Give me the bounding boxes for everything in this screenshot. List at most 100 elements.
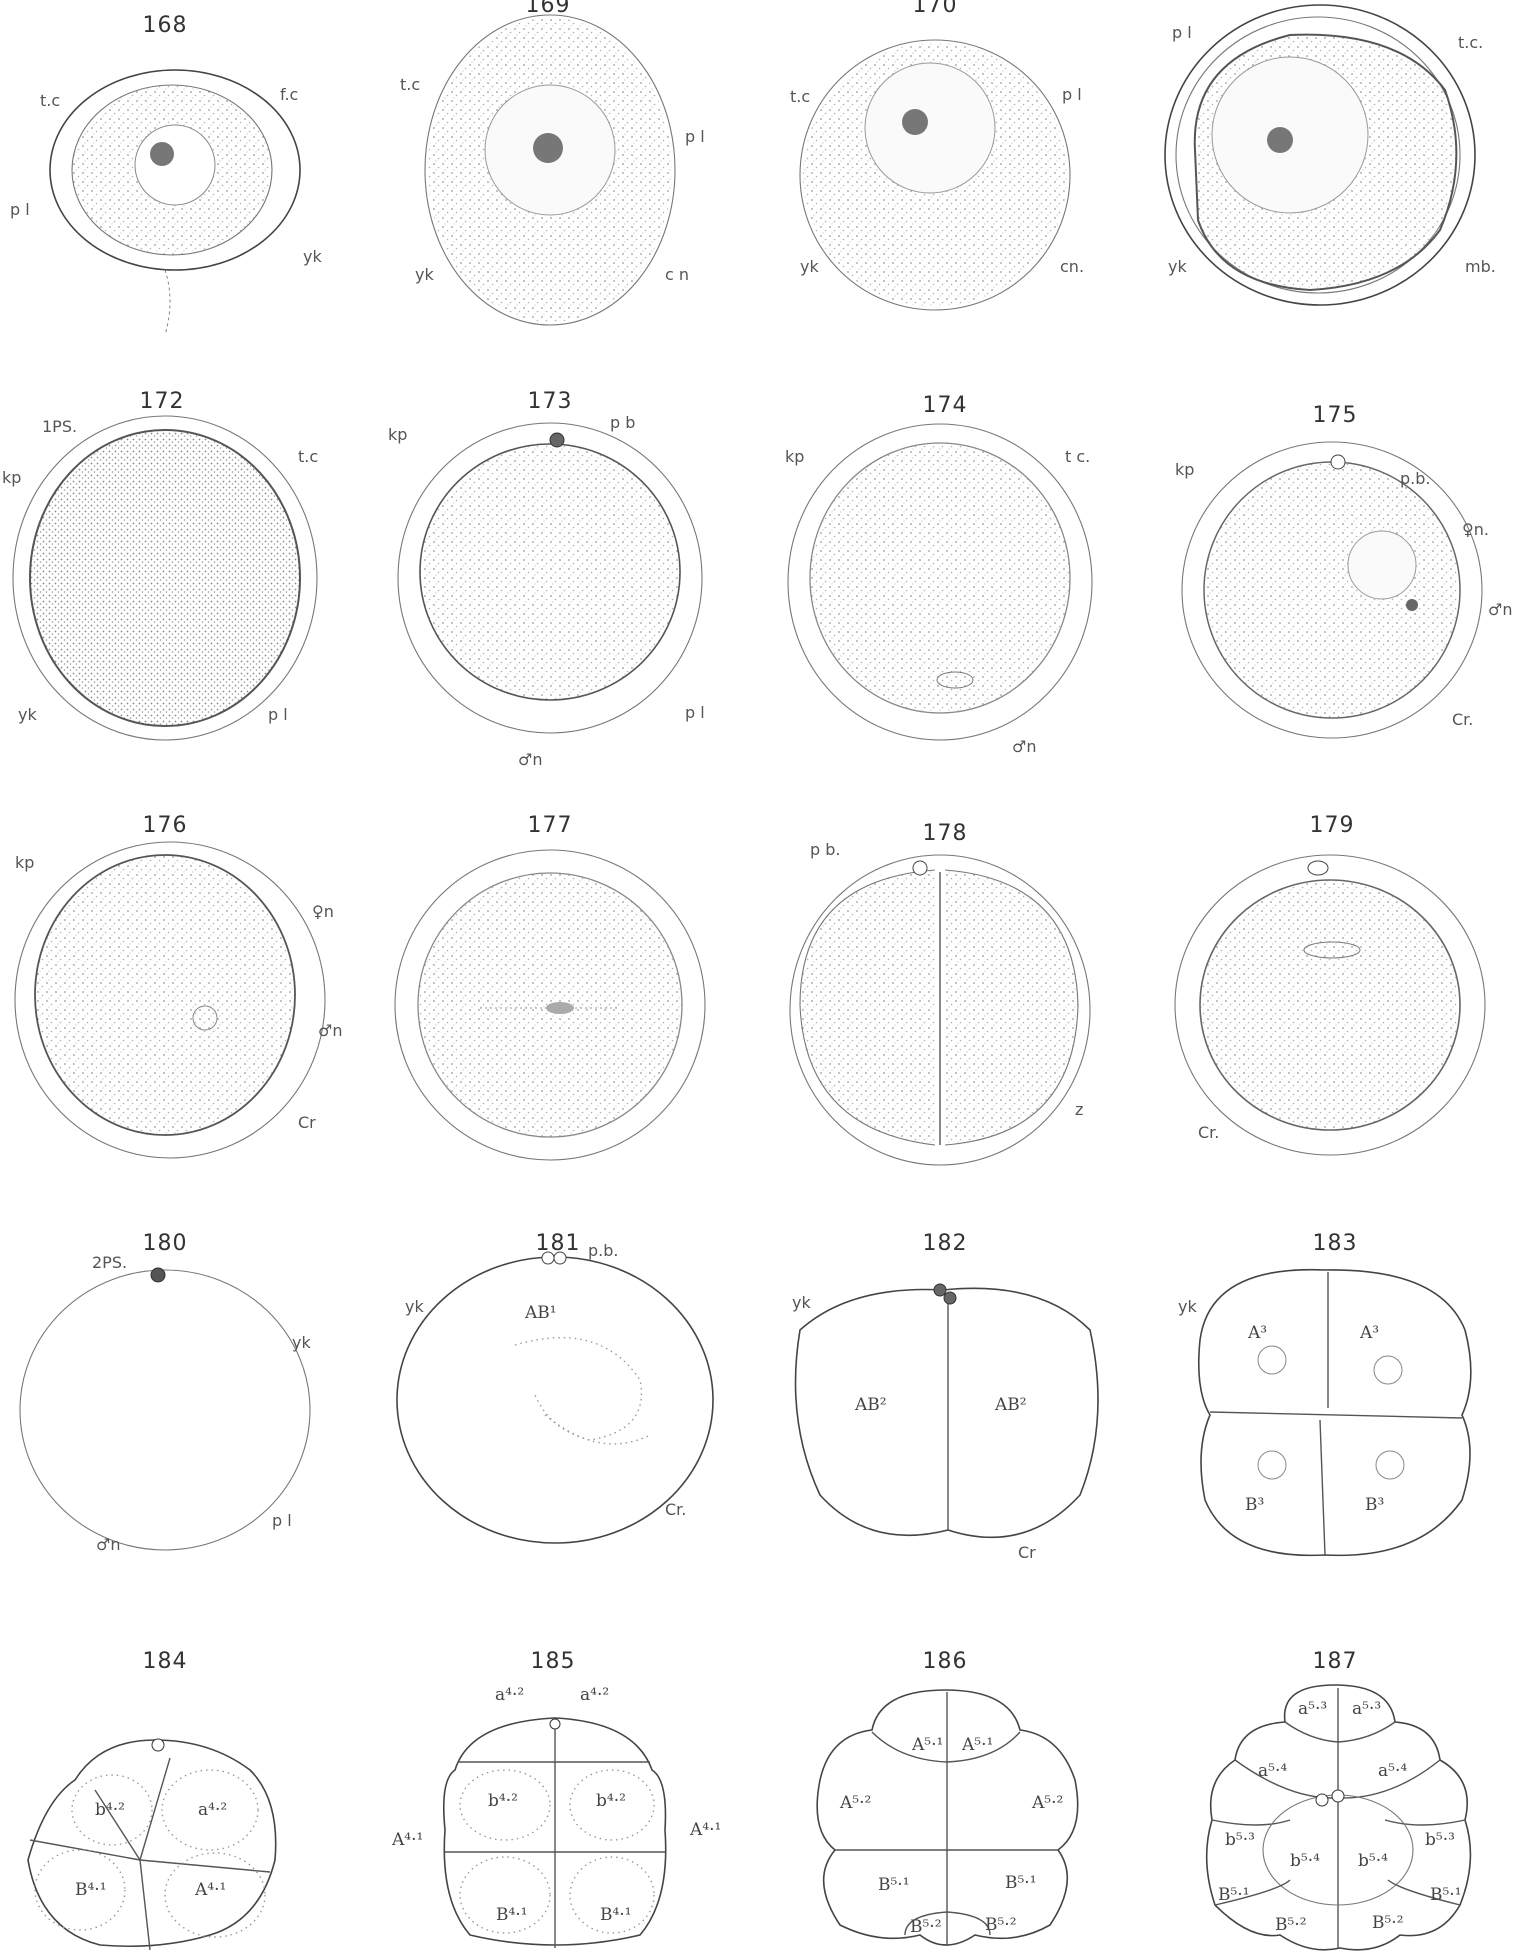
label: Cr. <box>1198 1123 1219 1142</box>
cell-label: b⁴·² <box>596 1791 626 1811</box>
nucleolus <box>1267 127 1293 153</box>
label: t.c <box>40 91 60 110</box>
cell-label: B⁴·¹ <box>75 1880 107 1900</box>
figure-172: 172 1PS. t.c kp yk p l <box>2 389 318 741</box>
cell-label: B³ <box>1365 1495 1384 1515</box>
label: t.c <box>298 447 318 466</box>
label: ♂n <box>96 1535 120 1554</box>
label: ♀n. <box>1462 520 1489 539</box>
figure-171: p l t.c. yk mb. <box>1164 4 1496 306</box>
polar-body <box>151 1738 165 1752</box>
cell-label: a⁵·³ <box>1298 1699 1327 1719</box>
label: p l <box>10 200 30 219</box>
label: ♂n <box>518 750 542 769</box>
figure-174: 174 kp t c. ♂n <box>785 393 1093 756</box>
figure-number: 181 <box>536 1231 581 1256</box>
label: yk <box>292 1333 311 1352</box>
cell-label: B⁵·² <box>985 1915 1017 1935</box>
cell-label: a⁴·² <box>580 1685 609 1705</box>
label: yk <box>1178 1297 1197 1316</box>
polar-body <box>150 1267 166 1283</box>
polar-body <box>1330 454 1346 470</box>
cell-label: A³ <box>1247 1323 1267 1343</box>
figure-number: 176 <box>143 813 188 838</box>
male-pronucleus <box>192 1005 218 1031</box>
figure-170: 170 t.c p l yk cn. <box>790 0 1084 311</box>
label: t.c <box>400 75 420 94</box>
label: p b <box>610 413 635 432</box>
male-pronucleus <box>936 671 974 689</box>
label: yk <box>1168 257 1187 276</box>
figure-number: 182 <box>923 1231 968 1256</box>
polar-body <box>1331 1789 1345 1803</box>
figure-number: 175 <box>1313 403 1358 428</box>
label: 2PS. <box>92 1253 127 1272</box>
cell-label: b⁴·² <box>488 1791 518 1811</box>
figure-number: 187 <box>1313 1649 1358 1674</box>
figure-number: 179 <box>1310 813 1355 838</box>
cell-label: a⁵·⁴ <box>1378 1761 1407 1781</box>
polar-body <box>933 1283 947 1297</box>
label: p l <box>268 705 288 724</box>
label: p l <box>1172 23 1192 42</box>
figure-number: 170 <box>913 0 958 18</box>
cell-label: a⁵·³ <box>1352 1699 1381 1719</box>
figure-184: 184 b⁴·² a⁴·² B⁴·¹ A⁴·¹ <box>27 1649 277 1951</box>
figure-180: 180 2PS. yk p l ♂n <box>19 1231 311 1554</box>
label: yk <box>405 1297 424 1316</box>
label: kp <box>785 447 804 466</box>
cell-label: B⁴·¹ <box>496 1905 528 1925</box>
label: p l <box>272 1511 292 1530</box>
spindle <box>546 1002 574 1014</box>
figure-number: 177 <box>528 813 573 838</box>
cell-label: A⁴·¹ <box>194 1880 226 1900</box>
label: p b. <box>810 840 840 859</box>
cell-label: A³ <box>1359 1323 1379 1343</box>
figure-number: 186 <box>923 1649 968 1674</box>
figure-169: 169 t.c p l yk c n <box>400 0 705 326</box>
cell-label: B⁵·² <box>1372 1913 1404 1933</box>
label: t c. <box>1065 447 1090 466</box>
figure-number: 184 <box>143 1649 188 1674</box>
figure-number: 185 <box>531 1649 576 1674</box>
label: yk <box>792 1293 811 1312</box>
figure-number: 169 <box>526 0 571 18</box>
figure-182: 182 yk AB² AB² Cr <box>792 1231 1099 1562</box>
polar-body <box>1307 860 1329 876</box>
cell-label: b⁴·² <box>95 1800 125 1820</box>
cell-label: b⁵·³ <box>1225 1830 1255 1850</box>
figure-178: 178 p b. z <box>789 821 1091 1166</box>
cell-label: a⁴·² <box>198 1800 227 1820</box>
polar-body <box>912 860 928 876</box>
cell-label: A⁵·² <box>839 1793 871 1813</box>
label: yk <box>303 247 322 266</box>
figure-183: 183 yk A³ A³ B³ B³ <box>1178 1231 1472 1557</box>
polar-body <box>1315 1793 1329 1807</box>
label: p.b. <box>1400 469 1430 488</box>
cell-label: A⁴·¹ <box>689 1820 721 1840</box>
label: ♂n <box>318 1021 342 1040</box>
figure-number: 173 <box>528 389 573 414</box>
label: mb. <box>1465 257 1496 276</box>
figure-173: 173 kp p b p l ♂n <box>388 389 705 769</box>
cell-label: A⁵·¹ <box>911 1735 943 1755</box>
cell-label: b⁵·⁴ <box>1290 1851 1320 1871</box>
label: ♂n <box>1012 737 1036 756</box>
label: p l <box>1062 85 1082 104</box>
label: Cr. <box>1452 710 1473 729</box>
cell-label: B⁵·² <box>1275 1915 1307 1935</box>
polar-body <box>541 1251 555 1265</box>
cell-label: B⁴·¹ <box>600 1905 632 1925</box>
cell-label: B⁵·¹ <box>1218 1885 1250 1905</box>
nucleolus <box>902 109 928 135</box>
figure-185: 185 a⁴·² a⁴·² b⁴·² b⁴·² A⁴·¹ A⁴·¹ B⁴·¹ B… <box>391 1649 721 1948</box>
label: c n <box>665 265 689 284</box>
nucleolus <box>150 142 174 166</box>
cell-label: A⁵·¹ <box>961 1735 993 1755</box>
label: kp <box>1175 460 1194 479</box>
label: Cr. <box>665 1500 686 1519</box>
figure-175: 175 kp p.b. ♀n. ♂n Cr. <box>1175 403 1512 739</box>
cell-label: a⁴·² <box>495 1685 524 1705</box>
polar-body <box>553 1251 567 1265</box>
figure-187: 187 a⁵·³ a⁵·³ a⁵·⁴ a⁵·⁴ b⁵·³ b⁵·³ b⁵·⁴ b… <box>1205 1649 1472 1951</box>
